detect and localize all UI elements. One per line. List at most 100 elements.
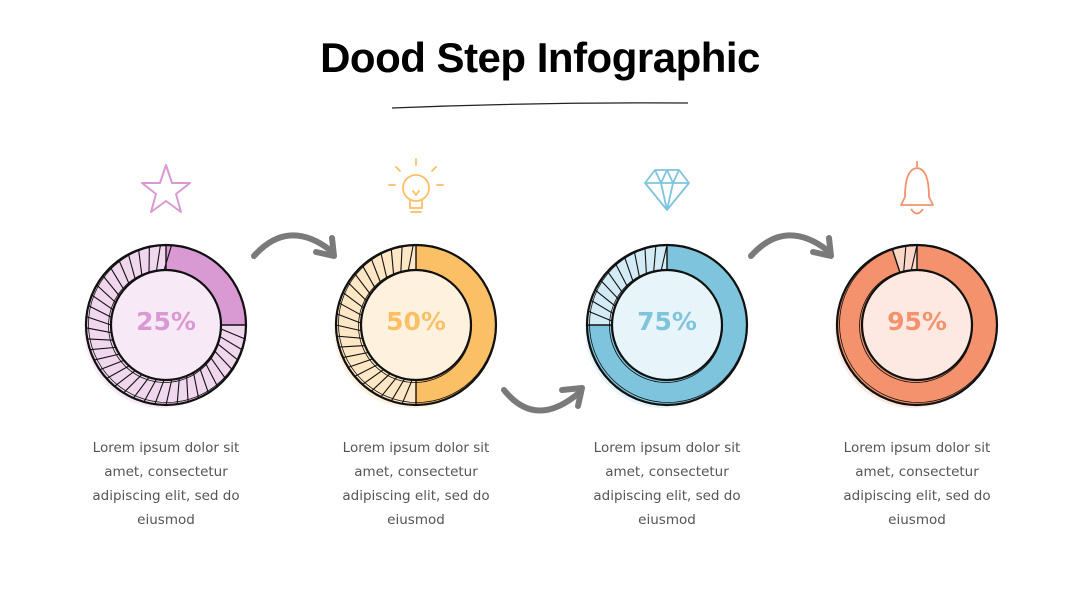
ring-hatch-line: [335, 324, 362, 332]
step-2: 50% Lorem ipsum dolor sit amet, consecte…: [306, 150, 526, 550]
ring-hatch-line: [109, 267, 125, 290]
ring-outer-sketch: [839, 245, 997, 403]
ring-hatch-line: [380, 252, 388, 279]
ring-hatch-line: [85, 327, 112, 334]
ring-inner-outline: [860, 268, 974, 382]
ring-hatch-line: [342, 351, 369, 359]
ring-hatch-line: [607, 271, 623, 293]
ring-hatch-line: [219, 335, 243, 351]
progress-ring: [585, 243, 749, 408]
step-4: 95% Lorem ipsum dolor sit amet, consecte…: [807, 150, 1027, 550]
progress-ring: [84, 243, 248, 408]
ring-hatch-line: [118, 260, 130, 285]
ring-outer-sketch: [88, 245, 246, 403]
ring-hatch-line: [339, 345, 366, 348]
ring-hatch-line: [336, 313, 362, 324]
ring-hatch-line: [106, 365, 130, 380]
ring-outer-sketch: [338, 245, 496, 403]
ring-inner-sketch: [859, 269, 973, 383]
ring-hatch-line: [199, 368, 209, 394]
title-underline: [391, 102, 689, 109]
star-icon: [141, 164, 191, 213]
ring-outer-sketch: [589, 245, 747, 403]
ring-hatch-line: [390, 378, 406, 402]
progress-ring: [334, 243, 498, 408]
ring-hatch-line: [165, 379, 173, 406]
ring-hatch-line: [644, 248, 647, 275]
ring-filled-arc: [166, 245, 246, 325]
ring-hatch-line: [594, 289, 616, 307]
ring-hatch-line: [114, 370, 136, 387]
percent-label: 25%: [136, 307, 196, 336]
ring-hatch-line: [590, 299, 614, 315]
step-3: 75% Lorem ipsum dolor sit amet, consecte…: [557, 150, 777, 550]
step-1: 25% Lorem ipsum dolor sit amet, consecte…: [56, 150, 276, 550]
ring-hatch-line: [133, 376, 150, 399]
ring-inner-sketch: [609, 269, 723, 383]
ring-hatch-line: [93, 353, 120, 361]
ring-hatch-line: [633, 251, 641, 278]
ring-hatch-line: [354, 364, 379, 377]
ring-hatch-line: [660, 244, 668, 271]
ring-hatch-line: [615, 263, 628, 288]
ring-hatch-line: [217, 343, 239, 361]
ring-hatch-line: [407, 244, 414, 271]
step-description: Lorem ipsum dolor sit amet, consectetur …: [92, 440, 240, 528]
ring-hatch-line: [361, 265, 376, 289]
ring-hatch-line: [86, 316, 112, 326]
ring-hatch-line: [186, 375, 189, 402]
ring-hatch-line: [653, 245, 657, 272]
ring-outer-outline: [84, 243, 248, 407]
ring-hatch-line: [143, 378, 157, 403]
ring-hatch-line: [192, 372, 200, 399]
ring-inner-outline: [610, 268, 724, 382]
ring-inner-outline: [359, 268, 473, 382]
ring-hatch-line: [380, 376, 398, 398]
ring-hatch-line: [210, 357, 226, 379]
arrow-right-icon: [251, 232, 337, 259]
ring-hatch-line: [87, 338, 114, 341]
ring-outer-outline: [585, 243, 749, 407]
ring-outer-outline: [835, 243, 999, 407]
ring-hatch-line: [214, 350, 233, 371]
step-description: Lorem ipsum dolor sit amet, consectetur …: [342, 440, 490, 528]
ring-hatch-line: [362, 369, 384, 385]
ring-hatch-line: [89, 346, 116, 351]
ring-hatch-line: [127, 254, 136, 280]
ring-hatch-line: [342, 292, 365, 309]
ring-inner-sketch: [358, 269, 472, 383]
progress-ring: [835, 243, 999, 408]
ring-hatch-line: [910, 244, 918, 271]
ring-hatch-line: [123, 374, 143, 394]
ring-hatch-line: [205, 362, 218, 387]
percent-label: 95%: [887, 307, 947, 336]
ring-hatch-line: [336, 335, 363, 339]
arrow-right-icon: [501, 385, 585, 414]
ring-hatch-line: [88, 305, 112, 318]
ring-hatch-line: [401, 379, 413, 404]
ring-hatch-line: [903, 245, 907, 272]
ring-hatch-line: [370, 373, 391, 392]
percent-label: 50%: [386, 307, 446, 336]
ring-inner-sketch: [108, 269, 222, 383]
ring-hatch-line: [624, 256, 634, 282]
ring-hatch-line: [588, 310, 613, 322]
ring-hatch-line: [600, 279, 619, 300]
percent-label: 75%: [637, 307, 697, 336]
page-title: Dood Step Infographic: [320, 34, 760, 81]
lightbulb-icon: [388, 158, 444, 213]
ring-hatch-line: [102, 275, 120, 297]
arrow-right-icon: [748, 232, 834, 259]
ring-hatch-line: [220, 328, 245, 340]
ring-outer-outline: [334, 243, 498, 407]
ring-hatch-line: [155, 245, 161, 271]
ring-hatch-line: [400, 246, 403, 273]
ring-hatch-line: [390, 248, 395, 275]
ring-hatch-line: [338, 302, 363, 316]
ring-hatch-line: [176, 378, 180, 405]
ring-hatch-line: [154, 379, 165, 405]
ring-inner-outline: [109, 268, 223, 382]
ring-divider: [891, 248, 901, 273]
ring-hatch-line: [347, 282, 367, 302]
ring-hatch-line: [96, 284, 117, 304]
